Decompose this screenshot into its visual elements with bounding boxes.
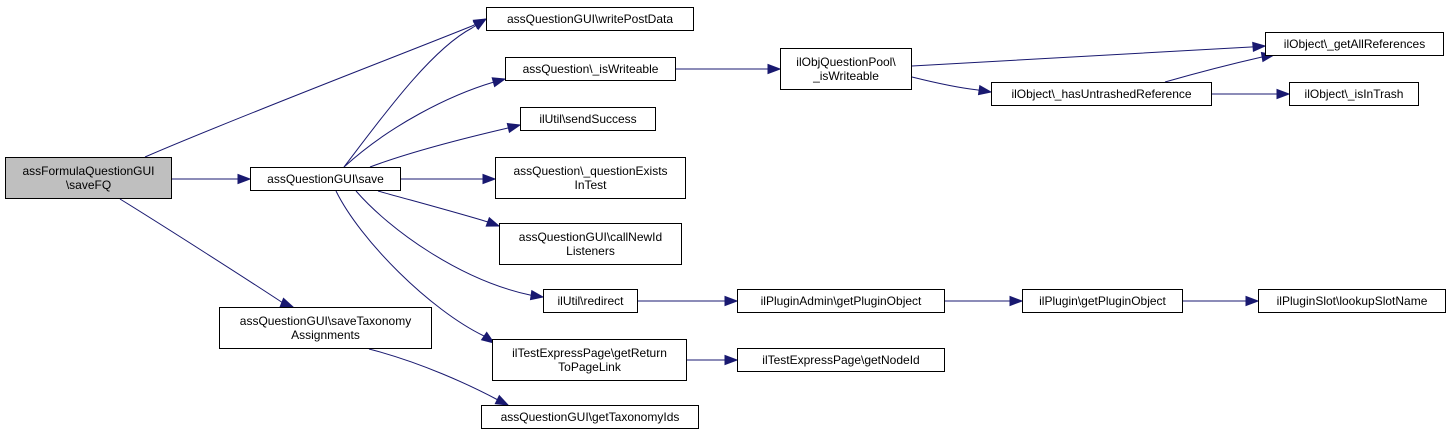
edge-save-callNewId	[377, 190, 489, 223]
node-getAllReferences[interactable]: ilObject\_getAllReferences	[1265, 32, 1444, 56]
arrowhead-save-callNewId	[485, 216, 501, 227]
edge-save-getReturn	[335, 190, 485, 337]
arrowhead-save-writePostData	[472, 18, 488, 31]
edge-save-sendSuccess	[369, 127, 509, 168]
node-writePostData[interactable]: assQuestionGUI\writePostData	[486, 7, 694, 31]
arrowhead-poolIsWriteable-getAllReferences	[1252, 41, 1267, 53]
arrowhead-save-isWriteable	[491, 77, 507, 88]
arrowhead-save-getReturn	[480, 331, 496, 344]
node-getPluginObjectAdmin[interactable]: ilPluginAdmin\getPluginObject	[737, 289, 945, 313]
edge-poolIsWriteable-hasUntrashed	[911, 76, 980, 91]
node-getTaxonomyIds[interactable]: assQuestionGUI\getTaxonomyIds	[481, 405, 699, 429]
node-isWriteable[interactable]: assQuestion\_isWriteable	[505, 57, 676, 81]
node-saveTaxonomyAssignments[interactable]: assQuestionGUI\saveTaxonomy Assignments	[219, 307, 432, 349]
arrowhead-saveFQ-saveTaxonomy	[279, 297, 295, 308]
edge-save-redirect	[355, 190, 532, 296]
arrowhead-save-questionExists	[482, 173, 497, 185]
edge-saveFQ-saveTaxonomy	[119, 198, 284, 304]
arrowhead-getPluginObjectAdmin-getPluginObject	[1009, 295, 1024, 307]
edge-hasUntrashed-getAllReferences	[1164, 56, 1263, 83]
node-questionExistsInTest[interactable]: assQuestion\_questionExists InTest	[495, 157, 686, 199]
arrowhead-getReturn-getNodeId	[724, 354, 739, 366]
node-redirect[interactable]: ilUtil\redirect	[543, 289, 638, 313]
arrowhead-hasUntrashed-isInTrash	[1276, 88, 1291, 100]
edge-save-writePostData	[343, 25, 477, 168]
arrowhead-save-redirect	[529, 289, 545, 301]
node-getReturnToPageLink[interactable]: ilTestExpressPage\getReturn ToPageLink	[492, 339, 687, 381]
edge-save-isWriteable	[343, 81, 495, 168]
arrowhead-save-sendSuccess	[506, 122, 522, 134]
node-saveFQ: assFormulaQuestionGUI \saveFQ	[5, 157, 172, 199]
node-isInTrash[interactable]: ilObject\_isInTrash	[1289, 82, 1419, 106]
node-sendSuccess[interactable]: ilUtil\sendSuccess	[520, 107, 656, 131]
arrowhead-saveFQ-save	[237, 173, 252, 185]
edge-saveTaxonomy-getTaxonomyIds	[368, 348, 499, 401]
edge-saveFQ-writePostData	[144, 23, 476, 158]
arrowhead-poolIsWriteable-hasUntrashed	[977, 84, 993, 96]
node-lookupSlotName[interactable]: ilPluginSlot\lookupSlotName	[1258, 289, 1446, 313]
arrowhead-redirect-getPluginObjectAdmin	[724, 295, 739, 307]
arrowhead-isWriteable-poolIsWriteable	[767, 63, 782, 75]
node-getPluginObject[interactable]: ilPlugin\getPluginObject	[1022, 289, 1183, 313]
edge-poolIsWriteable-getAllReferences	[911, 46, 1254, 67]
arrowhead-getPluginObject-lookupSlotName	[1245, 295, 1260, 307]
node-getNodeId[interactable]: ilTestExpressPage\getNodeId	[737, 348, 945, 372]
node-callNewIdListeners[interactable]: assQuestionGUI\callNewId Listeners	[499, 223, 682, 265]
node-poolIsWriteable[interactable]: ilObjQuestionPool\ _isWriteable	[780, 48, 912, 90]
node-save[interactable]: assQuestionGUI\save	[250, 167, 401, 191]
node-hasUntrashedReference[interactable]: ilObject\_hasUntrashedReference	[991, 82, 1212, 106]
arrowhead-saveTaxonomy-getTaxonomyIds	[494, 394, 510, 406]
